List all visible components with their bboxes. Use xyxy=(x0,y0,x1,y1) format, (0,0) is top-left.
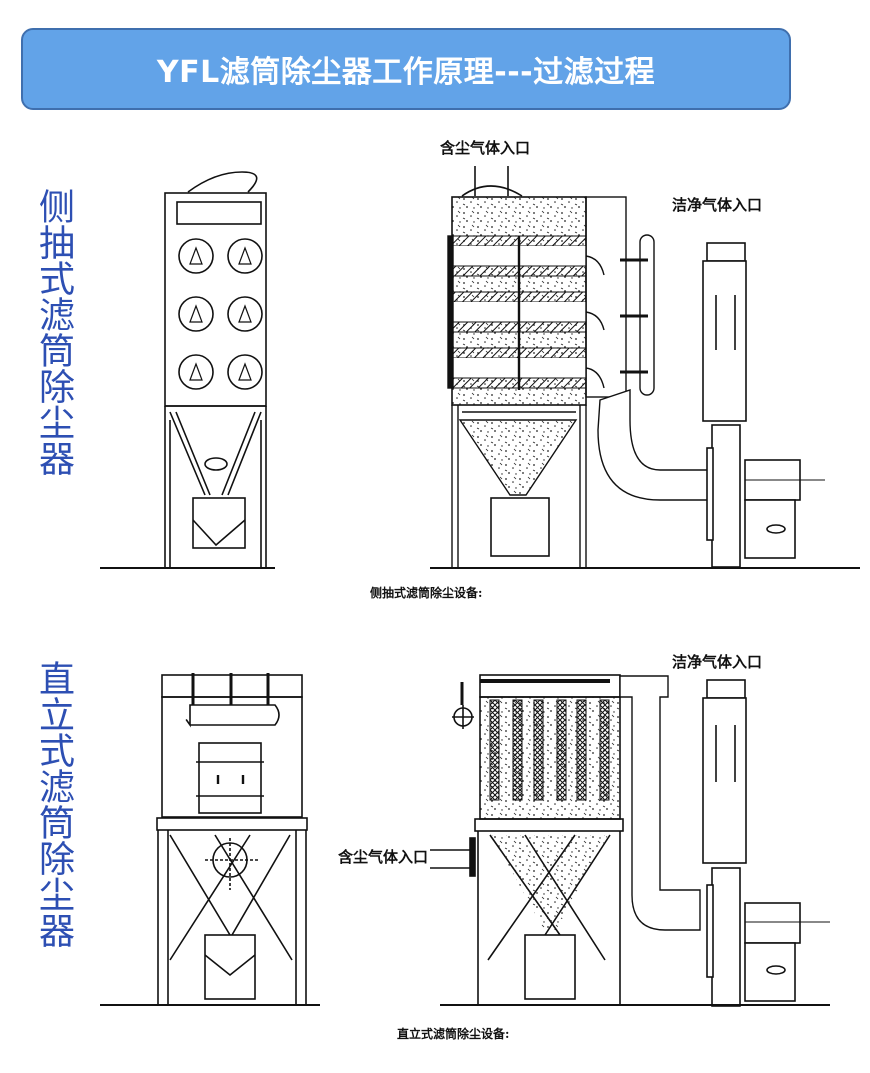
dusty-gas-inlet-label: 含尘气体入口 xyxy=(440,139,530,157)
hopper xyxy=(169,411,262,496)
page-title: YFL滤筒除尘器工作原理---过滤过程 xyxy=(156,55,656,90)
nameplate xyxy=(176,201,262,225)
silencer xyxy=(702,260,747,422)
dusty-gas-inlet-label-2: 含尘气体入口 xyxy=(338,848,428,866)
dust-bin xyxy=(524,934,576,1000)
cross-bracing xyxy=(169,834,293,961)
dust-bin xyxy=(204,934,256,1000)
side-draw-caption: 侧抽式滤筒除尘设备: xyxy=(370,585,482,600)
clean-gas-inlet-label: 洁净气体入口 xyxy=(672,196,762,214)
cartridge-access-doors xyxy=(178,238,263,390)
motor xyxy=(744,902,801,944)
top-inlet-hood xyxy=(187,171,258,193)
fan-housing xyxy=(711,867,741,1007)
fan-assembly-2 xyxy=(702,679,830,1007)
top-inlet xyxy=(461,185,523,197)
pulse-header xyxy=(185,704,280,728)
hopper-dust xyxy=(492,835,608,930)
side-draw-front-view xyxy=(100,171,275,569)
dust-bin xyxy=(490,497,550,557)
clean-air-plenum xyxy=(585,196,627,398)
dust-bin xyxy=(192,497,246,549)
outlet-duct xyxy=(619,675,701,931)
filter-cartridge xyxy=(198,742,262,814)
silencer xyxy=(702,697,747,864)
vertical-section-view: 洁净气体入口 含尘气体入口 xyxy=(338,653,830,1041)
filter-cartridges xyxy=(489,699,610,801)
vertical-collector-label: 直立式滤筒除尘器 xyxy=(33,660,74,948)
clean-gas-inlet-label-2: 洁净气体入口 xyxy=(672,653,762,671)
vertical-caption: 直立式滤筒除尘设备: xyxy=(397,1026,509,1041)
side-draw-collector-label: 侧抽式滤筒除尘器 xyxy=(33,188,74,476)
exhaust-cap xyxy=(706,242,746,262)
outlet-duct xyxy=(597,389,711,501)
fan-housing xyxy=(711,424,741,568)
side-draw-section-view: 含尘气体入口 洁净气体入口 xyxy=(370,139,860,600)
vertical-front-view xyxy=(100,673,320,1006)
filter-chamber xyxy=(479,696,621,820)
fan-assembly xyxy=(702,242,825,568)
title-banner: YFL滤筒除尘器工作原理---过滤过程 xyxy=(21,28,791,110)
housing xyxy=(161,696,303,818)
housing xyxy=(164,192,267,407)
hopper xyxy=(458,419,578,496)
